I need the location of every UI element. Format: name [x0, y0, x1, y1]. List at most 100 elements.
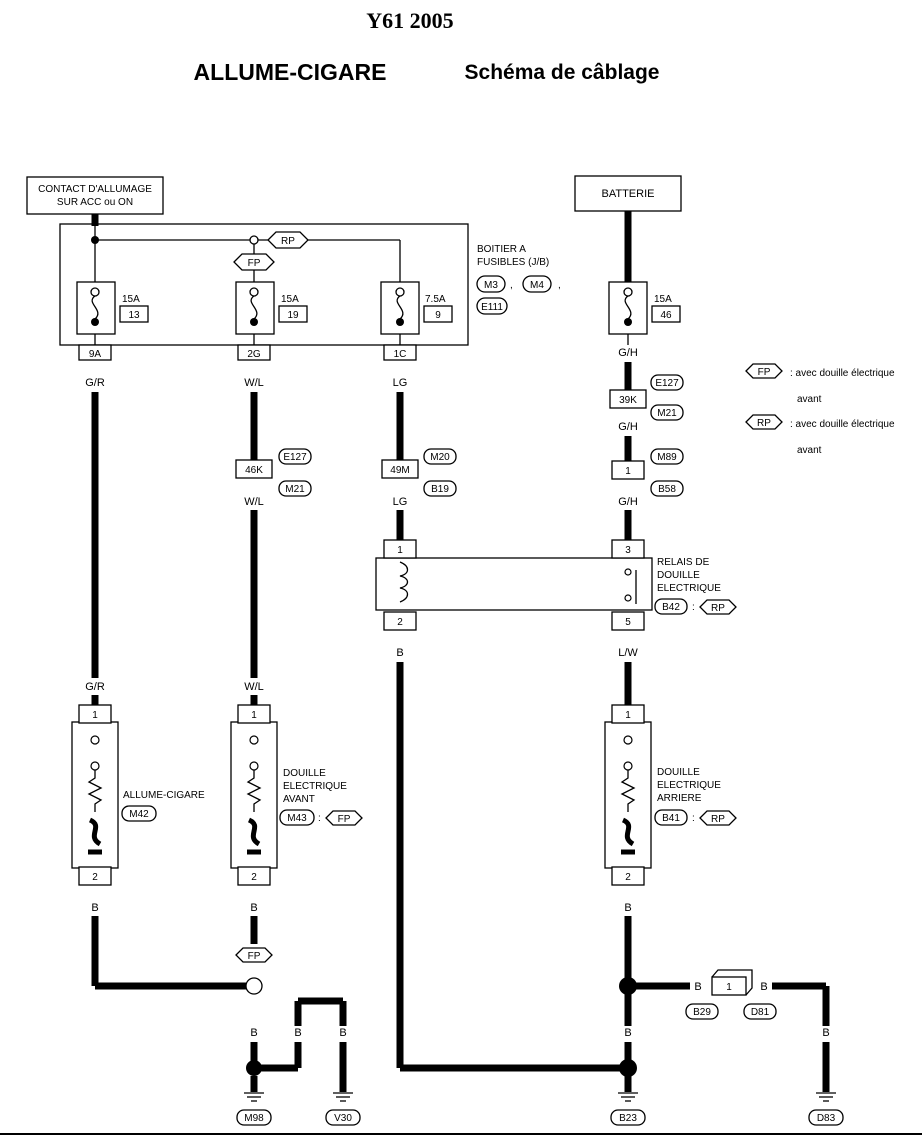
ground-b23: B23 [610, 1092, 646, 1126]
svg-text:: avec douille électrique: : avec douille électrique [790, 419, 895, 430]
svg-text:ELECTRIQUE: ELECTRIQUE [657, 583, 721, 594]
svg-text:1: 1 [625, 466, 631, 477]
wire-color-label: G/H [618, 347, 638, 359]
svg-text:46K: 46K [245, 465, 263, 476]
svg-text:46: 46 [660, 310, 672, 321]
fuse-block-label: BOITIER A [477, 244, 526, 255]
svg-text:15A: 15A [654, 294, 672, 305]
svg-text:9A: 9A [89, 349, 102, 360]
svg-text:M21: M21 [285, 484, 305, 495]
wire-color-label: L/W [618, 647, 638, 659]
svg-text:M4: M4 [530, 280, 544, 291]
wire-color-label: B [624, 902, 631, 914]
svg-text:2: 2 [397, 617, 403, 628]
svg-text:15A: 15A [122, 294, 140, 305]
fuse-block-connectors: M3 , M4 , E111 [476, 275, 561, 315]
svg-text:2G: 2G [247, 349, 261, 360]
wire-color-label: G/R [85, 377, 105, 389]
svg-text:RELAIS DE: RELAIS DE [657, 557, 710, 568]
inline-connector-49m: 49M M20 B19 [381, 448, 457, 497]
svg-text:2: 2 [625, 872, 631, 883]
svg-text:DOUILLE: DOUILLE [657, 570, 700, 581]
front-power-socket: 1 2 DOUILLE ELECTRIQUE AVANT M43 : FP [230, 704, 363, 886]
wire-color-label: B [339, 1027, 346, 1039]
svg-text:9: 9 [435, 310, 441, 321]
svg-text:B42: B42 [662, 602, 680, 613]
svg-text:D81: D81 [751, 1007, 770, 1018]
wire-color-label: LG [393, 377, 408, 389]
wire-color-label: B [250, 1027, 257, 1039]
svg-text:M21: M21 [657, 408, 677, 419]
svg-text:49M: 49M [390, 465, 409, 476]
wire-color-label: B [91, 902, 98, 914]
wire-color-label: LG [393, 496, 408, 508]
legend: FP : avec douille électrique avant RP : … [745, 363, 895, 456]
rp-option-tag: RP [267, 231, 309, 249]
svg-text:ARRIERE: ARRIERE [657, 793, 702, 804]
svg-text:,: , [558, 280, 561, 291]
svg-text:M42: M42 [129, 809, 149, 820]
svg-text::: : [692, 602, 695, 613]
svg-text:E111: E111 [481, 302, 503, 313]
wire-color-label: B [624, 1027, 631, 1039]
svg-text:SUR ACC ou ON: SUR ACC ou ON [57, 197, 133, 208]
svg-text:ALLUME-CIGARE: ALLUME-CIGARE [123, 790, 205, 801]
svg-text:13: 13 [128, 310, 140, 321]
svg-text:CONTACT D'ALLUMAGE: CONTACT D'ALLUMAGE [38, 184, 152, 195]
svg-text:1: 1 [92, 710, 98, 721]
wire-color-label: W/L [244, 496, 264, 508]
wire-color-label: W/L [244, 377, 264, 389]
svg-text:2: 2 [92, 872, 98, 883]
svg-text:2: 2 [251, 872, 257, 883]
svg-text:ELECTRIQUE: ELECTRIQUE [283, 781, 347, 792]
inline-connector-46k: 46K E127 M21 [235, 448, 312, 497]
svg-text:B19: B19 [431, 484, 449, 495]
svg-text:RP: RP [711, 814, 725, 825]
svg-text:1: 1 [726, 982, 732, 993]
wire-color-label: G/H [618, 496, 638, 508]
svg-text:FP: FP [248, 951, 261, 962]
wire-color-label: B [294, 1027, 301, 1039]
svg-text:M20: M20 [430, 452, 450, 463]
svg-text:E127: E127 [655, 378, 679, 389]
svg-text:DOUILLE: DOUILLE [283, 768, 326, 779]
svg-text:avant: avant [797, 394, 822, 405]
svg-text:FP: FP [248, 258, 261, 269]
wire-color-label: B [396, 647, 403, 659]
fuse-13: 15A 13 [76, 281, 149, 335]
svg-text:3: 3 [625, 545, 631, 556]
ground-d83: D83 [808, 1092, 844, 1126]
svg-text:D83: D83 [817, 1113, 836, 1124]
svg-text:AVANT: AVANT [283, 794, 315, 805]
svg-text::: : [318, 813, 321, 824]
svg-text:15A: 15A [281, 294, 299, 305]
fuse-terminals: 9A 2G 1C [78, 344, 417, 361]
diagram-subtitle: Schéma de câblage [465, 61, 660, 84]
svg-text::: : [692, 813, 695, 824]
ground-v30: V30 [325, 1092, 361, 1126]
svg-text:B23: B23 [619, 1113, 637, 1124]
fp-option-tag: FP [235, 947, 273, 963]
svg-text:1: 1 [397, 545, 403, 556]
fuse-46: 15A 46 [608, 281, 681, 335]
socket-relay: 1 2 3 5 RELAIS DE DOUILLE ELECTRIQUE B42… [375, 539, 737, 631]
fp-option-tag: FP [233, 253, 275, 271]
fuse-19: 15A 19 [235, 281, 308, 335]
svg-text:avant: avant [797, 445, 822, 456]
svg-text:E127: E127 [283, 452, 307, 463]
cigar-lighter: 1 2 ALLUME-CIGARE M42 [71, 704, 205, 886]
diagram-title: ALLUME-CIGARE [194, 59, 387, 85]
svg-text:M3: M3 [484, 280, 498, 291]
svg-text:1C: 1C [394, 349, 407, 360]
fuse-9: 7.5A 9 [380, 281, 453, 335]
battery-box: BATTERIE [574, 175, 682, 212]
svg-text:B58: B58 [658, 484, 676, 495]
svg-text:B29: B29 [693, 1007, 711, 1018]
svg-text:B41: B41 [662, 813, 680, 824]
rear-power-socket: 1 2 DOUILLE ELECTRIQUE ARRIERE B41 : RP [604, 704, 737, 886]
svg-text:M43: M43 [287, 813, 307, 824]
svg-text:1: 1 [251, 710, 257, 721]
svg-text:BATTERIE: BATTERIE [602, 188, 655, 200]
svg-text:RP: RP [757, 418, 771, 429]
